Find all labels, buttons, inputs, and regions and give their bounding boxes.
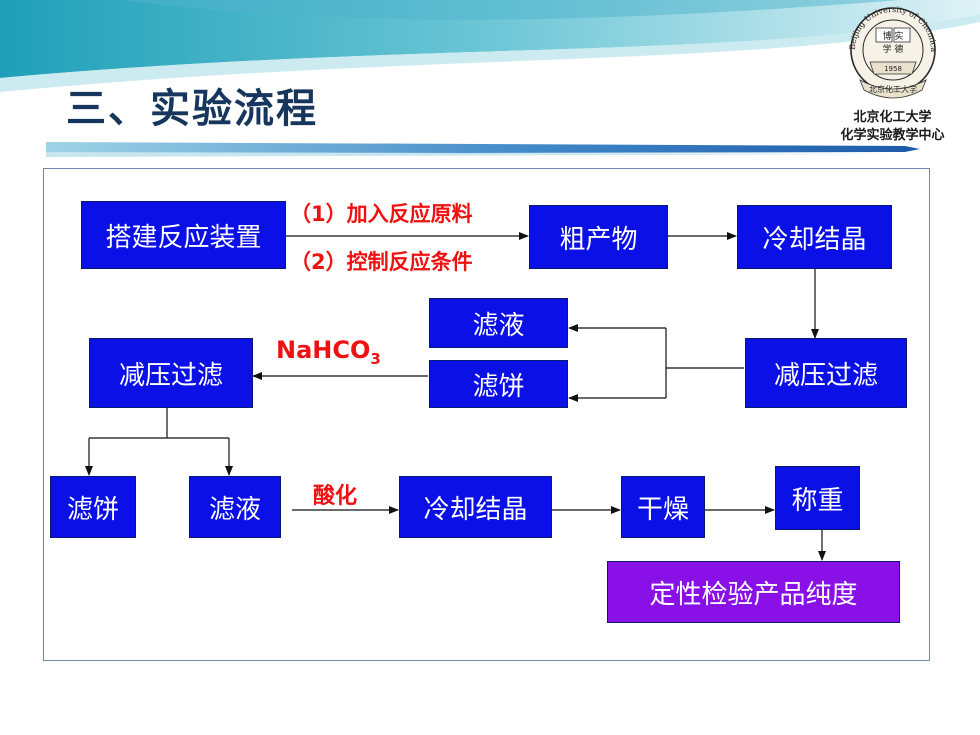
institution-center: 化学实验教学中心 bbox=[840, 128, 945, 143]
box-cool-crystallize-1: 冷却结晶 bbox=[737, 205, 892, 269]
label-acidify: 酸化 bbox=[313, 484, 358, 509]
slide-title: 三、实验流程 bbox=[66, 86, 318, 132]
box-filter-cake-top: 滤饼 bbox=[429, 360, 568, 408]
box-crude-product: 粗产物 bbox=[529, 205, 668, 269]
seal-year: 1958 bbox=[884, 65, 902, 73]
reagent-formula: NaHCO bbox=[276, 336, 371, 364]
seal-inner-top: 博 实 bbox=[883, 30, 904, 42]
box-filtrate-top: 滤液 bbox=[429, 298, 568, 348]
flowchart-frame bbox=[43, 168, 930, 661]
label-step-control-conditions: （2）控制反应条件 bbox=[290, 250, 473, 274]
box-filter-cake-bottom: 滤饼 bbox=[50, 476, 136, 538]
institution-name: 北京化工大学 bbox=[853, 110, 932, 125]
box-setup-apparatus: 搭建反应装置 bbox=[81, 201, 286, 269]
box-filtrate-bottom: 滤液 bbox=[189, 476, 281, 538]
box-vacuum-filter-left: 减压过滤 bbox=[89, 338, 253, 408]
label-step-add-reagents: （1）加入反应原料 bbox=[290, 202, 473, 226]
university-seal-logo: Beijing University of Chemical Technolog… bbox=[830, 2, 938, 99]
reagent-subscript: 3 bbox=[370, 349, 381, 368]
box-weigh: 称重 bbox=[775, 466, 860, 530]
seal-inner-bottom: 学 德 bbox=[883, 43, 904, 55]
box-cool-crystallize-2: 冷却结晶 bbox=[399, 476, 552, 538]
box-purity-test: 定性检验产品纯度 bbox=[607, 561, 900, 623]
label-reagent-nahco3: NaHCO3 bbox=[276, 336, 381, 368]
box-dry: 干燥 bbox=[621, 476, 705, 538]
box-vacuum-filter-right: 减压过滤 bbox=[745, 338, 907, 408]
seal-banner: 北京化工大学 bbox=[869, 84, 917, 94]
